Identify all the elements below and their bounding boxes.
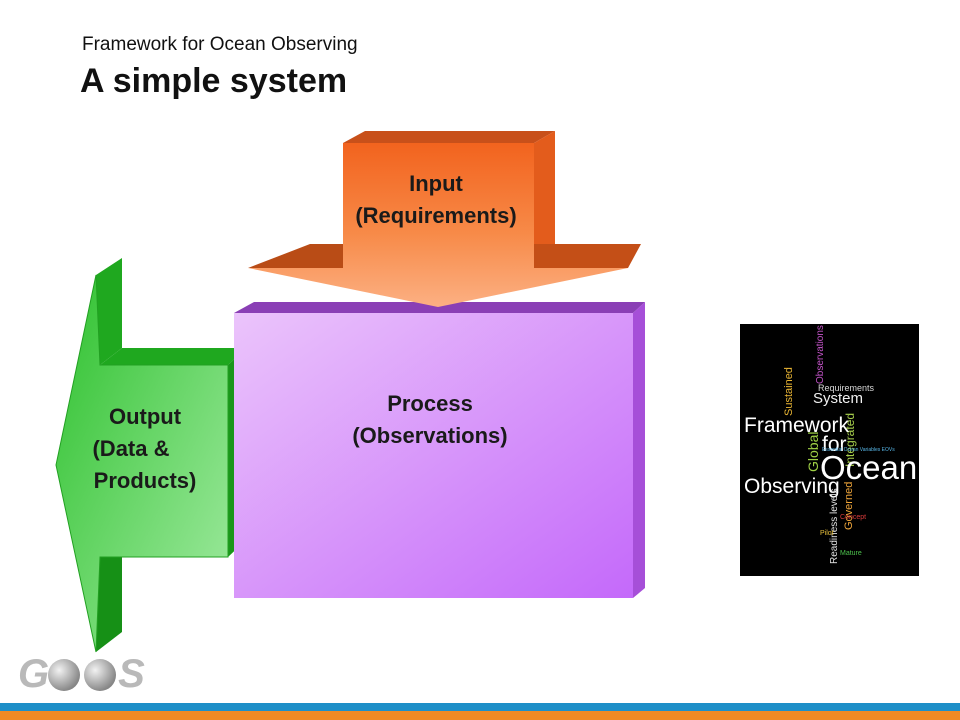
footer-bar-blue [0,703,960,711]
input-label-line2: (Requirements) [355,203,517,228]
process-label-line1: Process [387,391,473,416]
footer-bar-orange [0,711,960,720]
cloud-word-governed: Governed [843,481,855,530]
cloud-word-observing: Observing [744,475,840,498]
output-label-line1: Output [108,404,182,429]
process-label: Process (Observations) [300,388,560,452]
cloud-word-concept: Concept [840,514,867,521]
input-label-line1: Input [409,171,463,196]
cloud-word-for: for [822,433,847,456]
globe-icon [48,659,81,691]
output-label: Output (Data & Products) [70,401,220,497]
globe-icon [84,659,117,691]
process-label-line2: (Observations) [352,423,508,448]
cloud-word-eov: Essential Ocean Variables EOVs [822,447,895,453]
cloud-word-observations: Observations [815,325,826,384]
goos-logo-right-letter: S [118,652,145,696]
output-label-line3: Products) [93,468,197,493]
input-label: Input (Requirements) [330,168,542,232]
cloud-word-ocean: Ocean [820,449,918,486]
output-arrow [55,258,246,653]
cloud-word-requirements: Requirements [818,383,875,393]
cloud-word-sustained: Sustained [783,367,795,416]
process-box [234,302,645,598]
slide-subtitle: Framework for Ocean Observing [82,34,358,55]
cloud-word-framework: Framework [744,414,850,437]
cloud-word-system: System [813,390,864,407]
word-cloud-image: Observations Requirements Sustained Syst… [740,324,919,576]
cloud-word-readiness: Readiness levels [829,488,840,564]
cloud-word-mature: Mature [840,550,862,557]
input-arrow [248,131,641,307]
goos-logo-left-letter: G [18,652,49,696]
cloud-word-pilot: Pilot [820,530,834,537]
cloud-word-global: Global [805,431,821,472]
output-label-line2: (Data & [92,436,170,461]
slide-title: A simple system [80,62,348,100]
